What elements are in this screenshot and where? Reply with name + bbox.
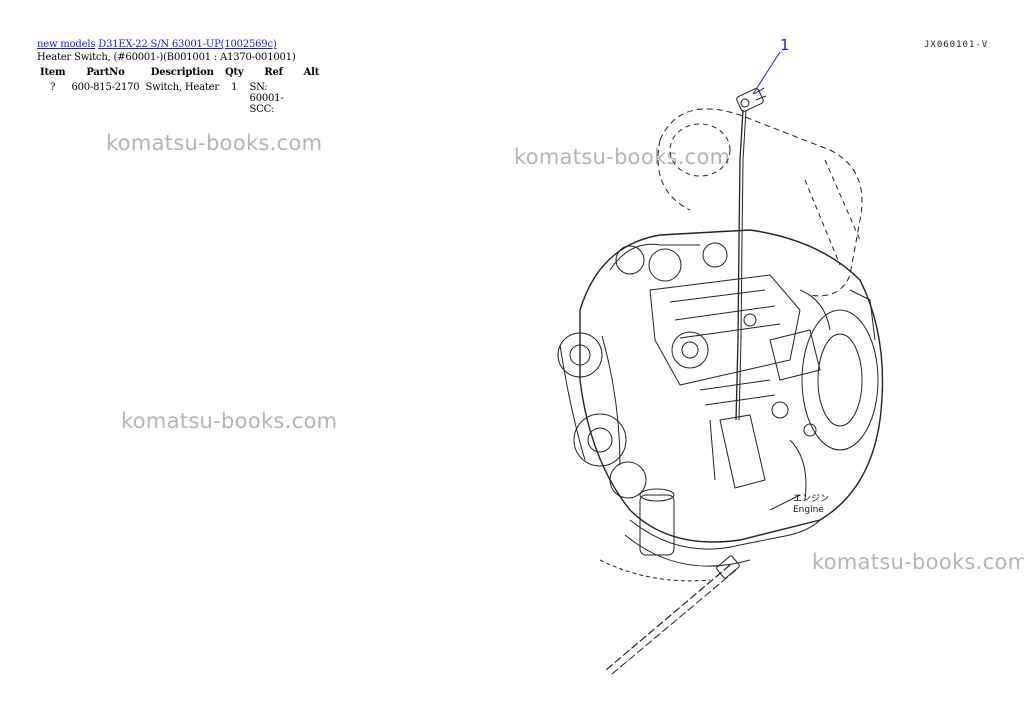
watermark: komatsu-books.com xyxy=(514,145,731,169)
page-title: Heater Switch, (#60001-)(B001001 : A1370… xyxy=(37,52,296,63)
engine-label: エンジン Engine xyxy=(793,494,829,516)
breadcrumb-link-model[interactable]: D31EX-22 S/N 63001-UP(1002569c) xyxy=(98,39,277,50)
cell-item: ? xyxy=(50,82,56,93)
engine-label-en: Engine xyxy=(793,505,824,515)
column-header-alt: Alt xyxy=(303,67,320,78)
cell-ref: SN: 60001-SCC: xyxy=(249,82,284,115)
cell-partno: 600-815-2170 xyxy=(71,82,140,93)
breadcrumb-link-new-models[interactable]: new models xyxy=(37,39,96,50)
parts-table: Item PartNo Description Qty Ref Alt ? 60… xyxy=(37,66,322,115)
column-header-description: Description xyxy=(150,67,214,78)
column-header-ref: Ref xyxy=(264,67,283,78)
column-header-qty: Qty xyxy=(224,67,244,78)
callout-number: 1 xyxy=(780,36,790,54)
table-row: ? 600-815-2170 Switch, Heater 1 SN: 6000… xyxy=(37,79,322,115)
engine-label-jp: エンジン xyxy=(793,494,830,504)
column-header-item: Item xyxy=(40,67,66,78)
watermark: komatsu-books.com xyxy=(121,409,338,433)
heater-switch-part xyxy=(736,87,767,112)
watermark: komatsu-books.com xyxy=(106,131,323,155)
engine-drawing xyxy=(557,51,884,675)
watermark: komatsu-books.com xyxy=(812,550,1024,574)
cell-alt xyxy=(301,79,323,115)
table-header-row: Item PartNo Description Qty Ref Alt xyxy=(37,66,322,79)
cell-description: Switch, Heater xyxy=(145,82,219,93)
drawing-code: JX060101-V xyxy=(924,40,989,50)
column-header-partno: PartNo xyxy=(86,67,125,78)
cell-qty: 1 xyxy=(231,82,238,93)
